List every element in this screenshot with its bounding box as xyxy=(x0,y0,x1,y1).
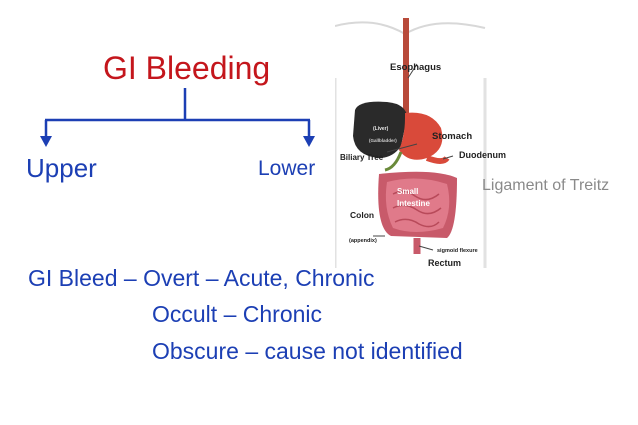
body-outline-sides xyxy=(335,78,487,268)
duodenum-label: Duodenum xyxy=(459,150,506,160)
ligament-of-treitz-label: Ligament of Treitz xyxy=(482,177,610,194)
classification-line-occult: Occult – Chronic xyxy=(152,301,323,327)
liver-shape xyxy=(353,101,407,158)
gi-tract-anatomy-illustration: Esophagus (Liver) (Gallbladder) Stomach … xyxy=(335,18,506,268)
appendix-label: (appendix) xyxy=(349,238,377,244)
small-intestine-label-line2: Intestine xyxy=(397,199,430,208)
upper-gi-label: Upper xyxy=(26,153,97,183)
colon-label: Colon xyxy=(350,210,374,220)
rectum-label: Rectum xyxy=(428,258,461,268)
lower-arrowhead xyxy=(303,136,315,147)
stomach-shape xyxy=(399,112,443,160)
gallbladder-label: (Gallbladder) xyxy=(369,138,397,143)
diagram-title: GI Bleeding xyxy=(103,50,271,86)
liver-label: (Liver) xyxy=(373,126,389,132)
stomach-label: Stomach xyxy=(432,131,472,142)
sigmoid-flexure-label: sigmoid flexure xyxy=(437,248,478,254)
body-outline-top xyxy=(335,21,486,36)
biliary-tree-duct xyxy=(384,151,403,172)
esophagus-label: Esophagus xyxy=(390,62,441,73)
duodenum-shape xyxy=(425,155,450,164)
small-intestine-label-line1: Small xyxy=(397,187,418,196)
upper-arrowhead xyxy=(40,136,52,147)
lower-gi-label: Lower xyxy=(258,157,316,180)
classification-line-obscure: Obscure – cause not identified xyxy=(152,338,463,364)
classification-line-overt: GI Bleed – Overt – Acute, Chronic xyxy=(28,265,375,291)
biliary-tree-label: Biliary Tree xyxy=(340,153,384,162)
